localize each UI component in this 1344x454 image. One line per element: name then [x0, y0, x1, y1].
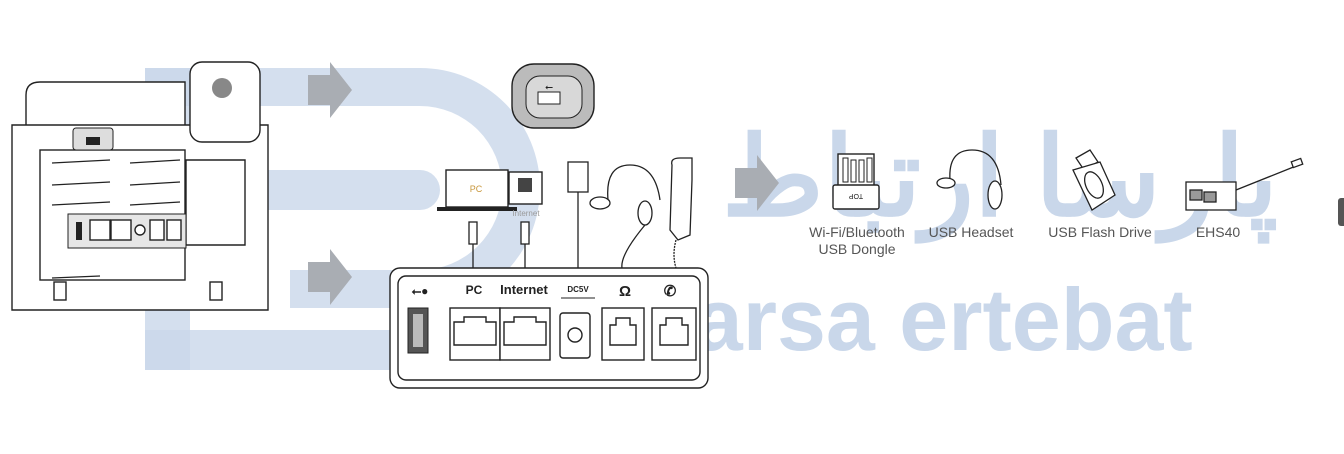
accessory-label: USB Flash Drive	[1048, 224, 1152, 240]
headset-port-icon: Ω	[619, 283, 631, 300]
usb-port-icon: ⭠●	[412, 284, 429, 298]
connection-panel: ⭠● PC Internet DC5V Ω ✆	[389, 267, 709, 389]
dc5v-port-label: DC5V	[567, 285, 589, 294]
arrow-icon	[308, 62, 352, 118]
watermark-latin-text: parsa ertebat	[640, 270, 1193, 369]
pc-laptop: PC	[437, 169, 517, 211]
arrow-icon	[308, 249, 352, 305]
handset-port-icon: ✆	[664, 283, 677, 300]
accessory-label: EHS40	[1196, 224, 1241, 240]
watermark: parsa ertebat پارسا ارتباط	[145, 68, 1278, 370]
internet-device: Internet	[508, 171, 543, 218]
accessory-usb-dongle: TOP Wi-Fi/Bluetooth USB Dongle	[809, 153, 905, 257]
dongle-top-text: TOP	[849, 192, 864, 199]
accessory-label: USB Dongle	[818, 241, 895, 257]
accessory-usb-headset: USB Headset	[929, 149, 1014, 240]
accessory-usb-flash-drive: USB Flash Drive	[1048, 149, 1152, 240]
internet-port-label: Internet	[500, 282, 548, 297]
phone-rear-illustration	[11, 61, 269, 311]
pc-port-label: PC	[466, 283, 483, 297]
pc-device-label: PC	[470, 184, 483, 194]
scrollbar-handle[interactable]	[1338, 198, 1344, 226]
accessory-label: Wi-Fi/Bluetooth	[809, 224, 905, 240]
internet-device-label: Internet	[512, 209, 540, 218]
accessory-ehs40: EHS40	[1185, 157, 1304, 240]
arrow-icon	[735, 155, 779, 211]
svg-text:⭠: ⭠	[545, 82, 553, 93]
usb-port-callout: ⭠	[511, 63, 595, 129]
accessory-label: USB Headset	[929, 224, 1014, 240]
